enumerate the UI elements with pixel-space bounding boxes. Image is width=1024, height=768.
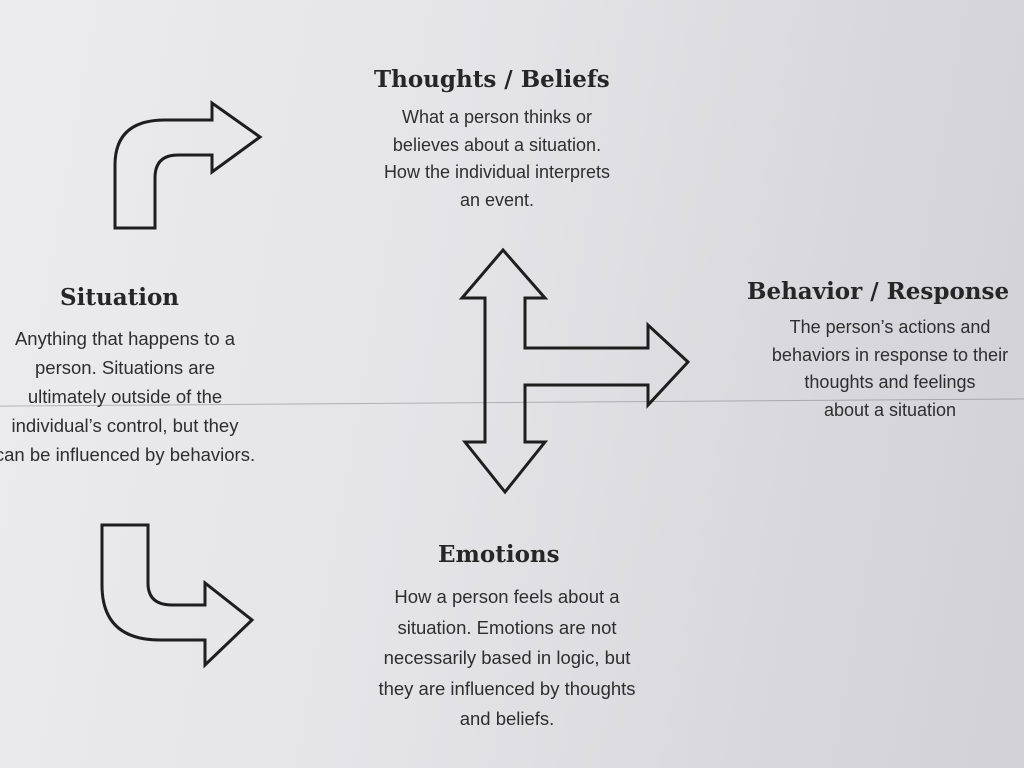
text-line: How a person feels about a — [394, 586, 620, 607]
text-line: they are influenced by thoughts — [378, 677, 636, 699]
emotions-description: How a person feels about a situation. Em… — [352, 582, 662, 735]
text-line: How the individual interprets — [383, 162, 611, 182]
behavior-title: Behavior / Response — [747, 278, 1010, 305]
curved-arrow-down-right-icon — [100, 523, 255, 669]
thoughts-title: Thoughts / Beliefs — [374, 66, 610, 93]
text-line: individual’s control, but they — [11, 415, 239, 436]
behavior-description: The person’s actions and behaviors in re… — [745, 314, 1024, 424]
text-line: believes about a situation. — [392, 134, 602, 155]
text-line: and beliefs. — [459, 708, 555, 729]
text-line: ultimately outside of the — [27, 386, 223, 407]
curved-arrow-up-right-icon — [113, 100, 263, 230]
three-way-arrow-icon — [458, 247, 691, 495]
text-line: What a person thinks or — [401, 107, 593, 127]
text-line: The person’s actions and — [789, 317, 991, 337]
situation-description: Anything that happens to a person. Situa… — [0, 324, 275, 469]
emotions-title: Emotions — [438, 541, 560, 568]
text-line: can be influenced by behaviors. — [0, 444, 256, 465]
text-line: necessarily based in logic, but — [383, 647, 631, 668]
text-line: an event. — [459, 189, 535, 210]
text-line: situation. Emotions are not — [397, 616, 617, 638]
text-line: about a situation — [823, 399, 957, 420]
text-line: person. Situations are — [35, 357, 215, 378]
situation-title: Situation — [60, 284, 180, 311]
text-line: Anything that happens to a — [14, 328, 236, 349]
text-line: behaviors in response to their — [771, 344, 1009, 365]
text-line: thoughts and feelings — [804, 372, 976, 392]
thoughts-description: What a person thinks or believes about a… — [357, 104, 637, 214]
